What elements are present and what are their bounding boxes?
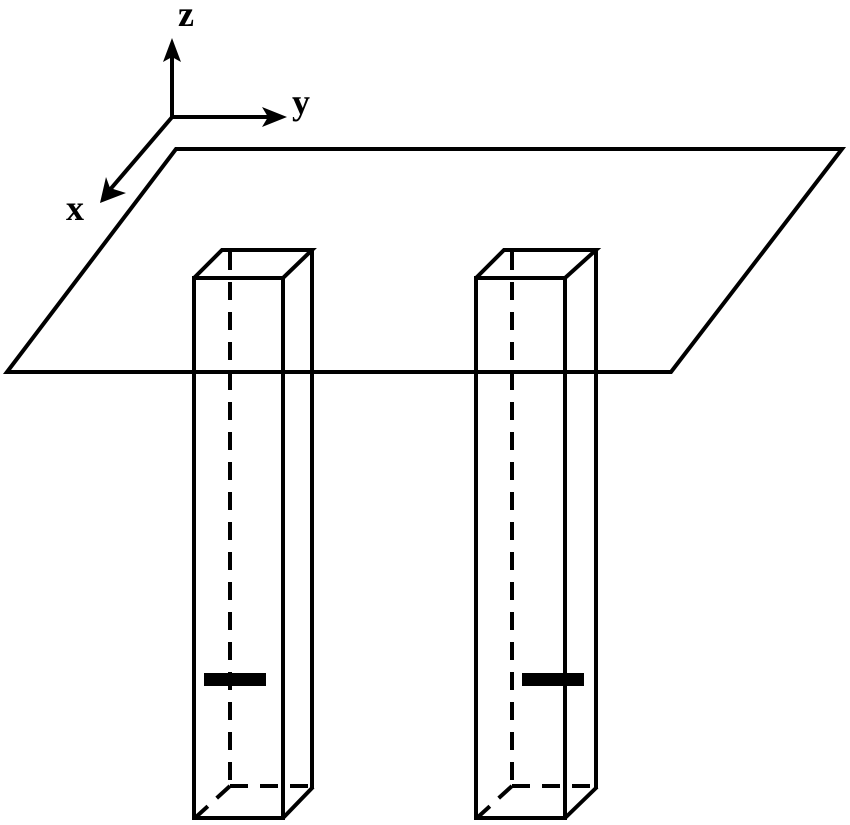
right-column-top-face <box>474 248 602 280</box>
z-axis-label: z <box>178 0 194 34</box>
left-column-top-face <box>192 248 317 280</box>
left-column <box>192 248 317 820</box>
right-column <box>474 248 602 820</box>
right-column-bottom-side-edge <box>563 785 599 820</box>
left-column-bar <box>204 673 266 686</box>
horizontal-plane <box>2 147 847 374</box>
left-column-hidden-bottom-diagonal <box>194 784 232 819</box>
x-axis-arrowhead-icon <box>100 177 126 203</box>
right-column-hidden-bottom-diagonal <box>476 784 514 819</box>
z-axis-arrowhead-icon <box>163 38 181 62</box>
left-column-bottom-side-edge <box>281 785 315 820</box>
x-axis-label: x <box>66 188 84 228</box>
y-axis-arrowhead-icon <box>262 107 287 127</box>
coordinate-axes: z y x <box>66 0 310 228</box>
right-column-bar <box>522 673 584 686</box>
x-axis <box>106 114 175 194</box>
y-axis-label: y <box>292 82 310 122</box>
